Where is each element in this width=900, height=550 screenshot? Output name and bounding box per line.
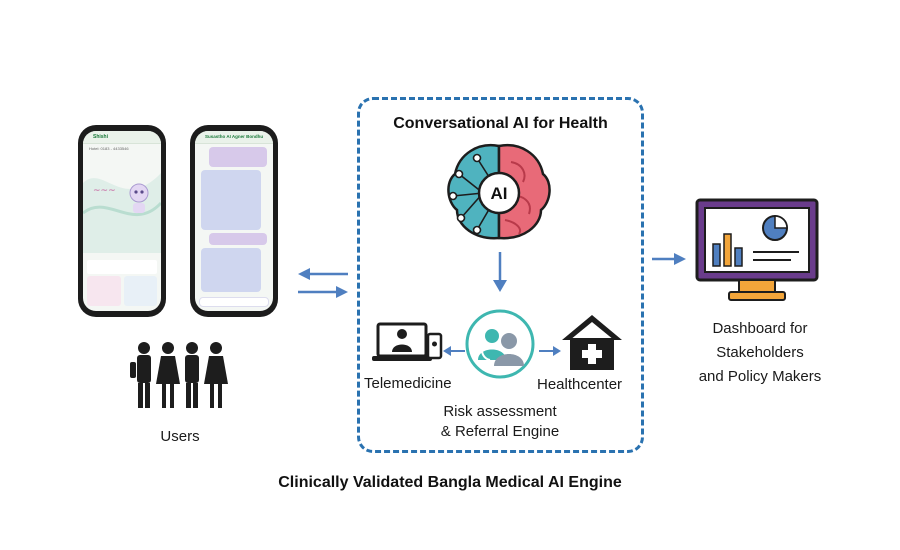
chat-bubble bbox=[201, 248, 261, 292]
risk-assessment-label: Risk assessment bbox=[443, 403, 557, 420]
phone-1-screen: Shishi Hotel: 0183 - 4433546 ~~~ bbox=[83, 131, 161, 311]
dashboard-label-2: Stakeholders bbox=[716, 344, 804, 361]
dashboard-label-3: and Policy Makers bbox=[698, 368, 822, 385]
referral-engine-label: & Referral Engine bbox=[440, 423, 560, 440]
box-title: Conversational AI for Health bbox=[393, 115, 608, 132]
telemedicine-icon bbox=[372, 322, 443, 361]
phone-1-app-name: Shishi bbox=[83, 131, 161, 144]
arrow-down-icon bbox=[493, 252, 507, 292]
brain-ai-icon bbox=[447, 144, 551, 240]
quick-card[interactable] bbox=[123, 276, 157, 306]
telemedicine-label: Telemedicine bbox=[364, 375, 452, 392]
phone-1-subtitle: Hotel: 0183 - 4433546 bbox=[89, 146, 129, 151]
healthcenter-icon bbox=[562, 315, 622, 370]
users-group-icon bbox=[130, 342, 228, 408]
users-label: Users bbox=[160, 428, 200, 445]
ai-engine-box bbox=[357, 97, 644, 453]
chat-bubble bbox=[209, 147, 267, 167]
quick-cards bbox=[83, 276, 161, 306]
svg-text:~~~: ~~~ bbox=[93, 186, 116, 196]
phone-mockup-1: Shishi Hotel: 0183 - 4433546 ~~~ bbox=[78, 125, 166, 317]
chat-robot-illustration: ~~~ bbox=[83, 173, 161, 253]
ai-label: AI bbox=[490, 184, 508, 203]
quick-card[interactable] bbox=[87, 276, 121, 306]
phone-2-app-name: Susastho AI Agner Bondhu bbox=[195, 131, 273, 144]
arrow-left-icon bbox=[443, 346, 465, 356]
footer-title: Clinically Validated Bangla Medical AI E… bbox=[278, 474, 622, 491]
chat-bubble bbox=[201, 170, 261, 230]
chat-input[interactable] bbox=[199, 297, 269, 307]
healthcenter-label: Healthcenter bbox=[537, 376, 623, 393]
phone-2-screen: Susastho AI Agner Bondhu bbox=[195, 131, 273, 311]
arrow-right-icon bbox=[539, 346, 561, 356]
dashboard-label-1: Dashboard for bbox=[712, 320, 808, 337]
prompt-strip bbox=[87, 260, 157, 274]
referral-people-icon bbox=[465, 309, 535, 379]
bidirectional-arrows-icon bbox=[298, 268, 348, 298]
phone-mockup-2: Susastho AI Agner Bondhu bbox=[190, 125, 278, 317]
chat-bubble bbox=[209, 233, 267, 245]
dashboard-monitor-icon bbox=[695, 198, 819, 301]
arrow-to-dashboard-icon bbox=[652, 253, 686, 265]
